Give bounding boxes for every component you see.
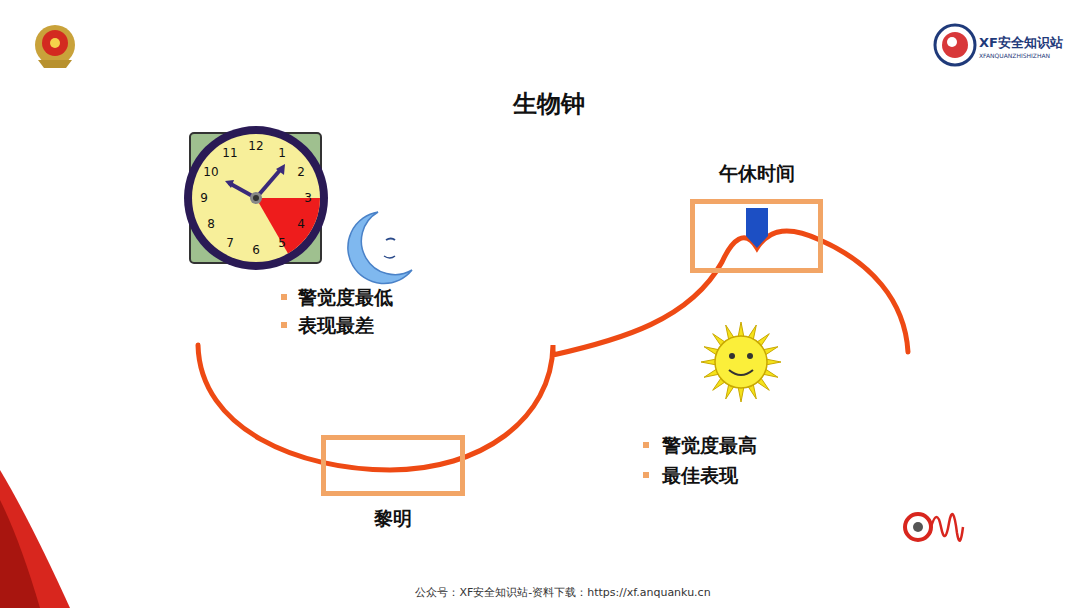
box-heading: 午休时间 [719, 161, 795, 187]
nap-marker [746, 208, 768, 248]
clock-number: 5 [278, 236, 286, 250]
clock [184, 126, 328, 270]
bullet-text: 警觉度最低 [298, 285, 393, 311]
highlight-box: 午休时间 [690, 199, 823, 273]
bullet-text: 最佳表现 [662, 463, 738, 489]
sun [701, 322, 781, 402]
clock-number: 6 [252, 243, 260, 257]
clock-number: 11 [222, 146, 237, 160]
clock-number: 1 [278, 146, 286, 160]
clock-number: 12 [248, 139, 263, 153]
corner-icon [905, 514, 963, 541]
clock-number: 2 [297, 165, 305, 179]
ribbon [0, 470, 70, 608]
highlight-box: 黎明 [321, 435, 465, 496]
ribbon-shade [0, 500, 40, 608]
clock-number: 3 [304, 191, 312, 205]
bullets [281, 294, 649, 478]
bullet-text: 表现最差 [298, 313, 374, 339]
logo-badge [935, 25, 975, 65]
clock-number: 8 [207, 217, 215, 231]
logo-text: XF安全知识站 [979, 34, 1063, 52]
bullet-text: 警觉度最高 [662, 433, 757, 459]
clock-number: 7 [226, 236, 234, 250]
clock-number: 10 [203, 165, 218, 179]
logo-subtext: XFANQUANZHISHIZHAN [979, 52, 1050, 59]
clock-number: 9 [200, 191, 208, 205]
moon [348, 212, 412, 284]
footer-note: 公众号：XF安全知识站-资料下载：https://xf.anquanku.cn [415, 585, 710, 600]
clock-number: 4 [297, 217, 305, 231]
emblem [35, 25, 75, 68]
circadian-curve [198, 231, 908, 470]
box-heading: 黎明 [374, 506, 412, 532]
title: 生物钟 [513, 88, 585, 120]
